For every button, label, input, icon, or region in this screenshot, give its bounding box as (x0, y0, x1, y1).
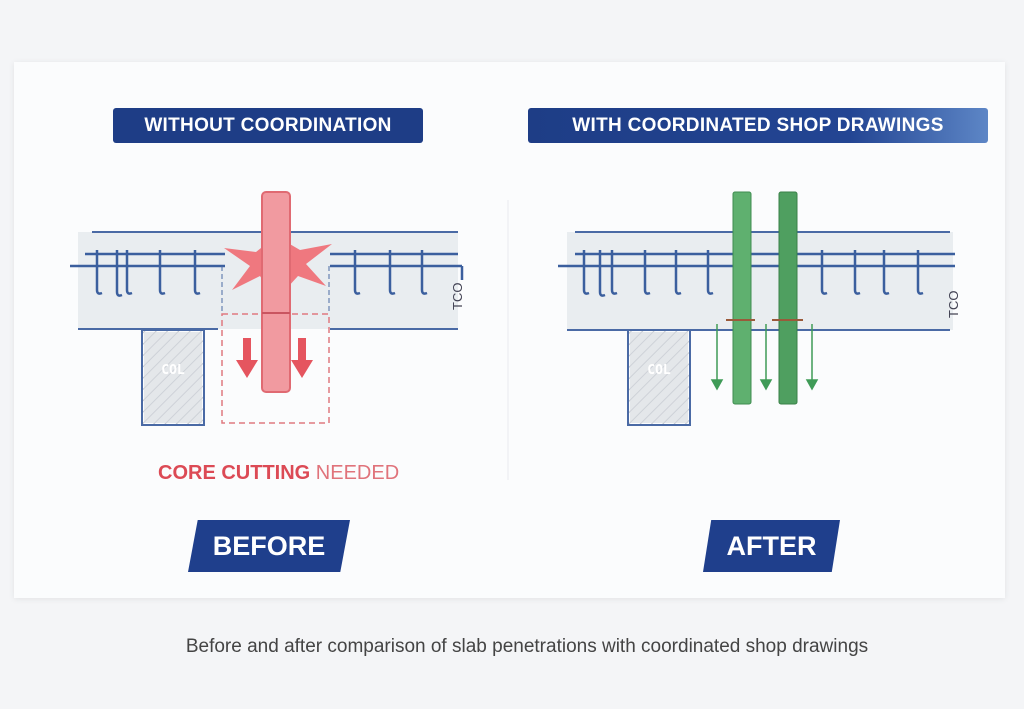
with-coordination-label: WITH COORDINATED SHOP DRAWINGS (528, 108, 988, 143)
figure-caption: Before and after comparison of slab pene… (185, 636, 869, 657)
slab-label: TCO (946, 291, 961, 318)
right-slab: TCO (558, 231, 961, 331)
slab-label: TCO (450, 283, 465, 310)
rebar (70, 250, 464, 297)
column-label: COL (161, 363, 185, 378)
rebar (558, 250, 955, 297)
before-badge: BEFORE (188, 520, 350, 572)
without-coordination-label: WITHOUT COORDINATION (113, 108, 423, 143)
warning-bold: CORE CUTTING (158, 462, 311, 484)
right-column: COL (627, 329, 691, 426)
after-badge: AFTER (703, 520, 840, 572)
column-label: COL (647, 363, 671, 378)
coordinated-pipe (732, 191, 752, 405)
conflicting-pipe (261, 191, 291, 393)
warning-rest: NEEDED (315, 462, 400, 484)
down-arrow-icon (710, 324, 819, 391)
core-cutting-warning: CORE CUTTING NEEDED (158, 462, 399, 485)
coordinated-pipe (778, 191, 798, 405)
down-arrow-icon (236, 338, 313, 378)
left-column: COL (141, 329, 205, 426)
